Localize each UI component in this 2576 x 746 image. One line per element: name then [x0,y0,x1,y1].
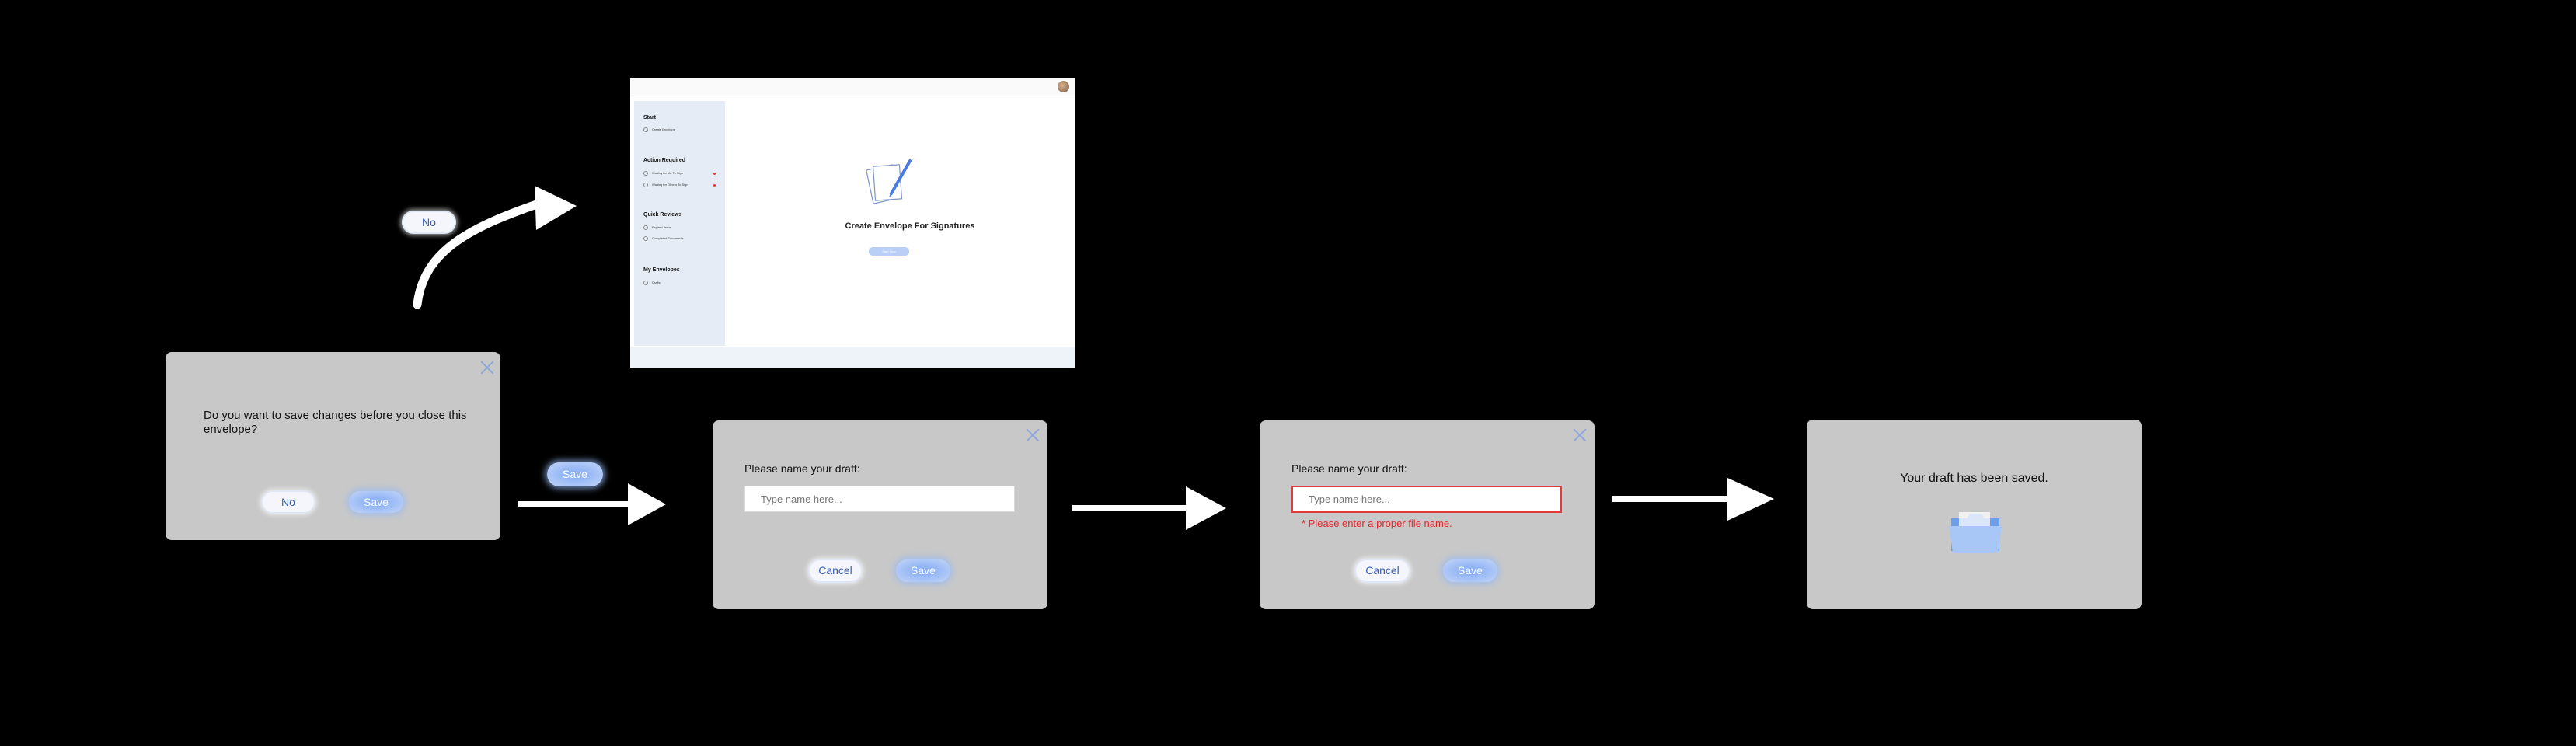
flow-save-label: Save [547,462,603,486]
save-changes-question: Do you want to save changes before you c… [204,409,467,436]
draft-saved-dialog: Your draft has been saved. [1807,420,2142,609]
curved-arrow-no [413,196,552,309]
sidebar-item-expired[interactable]: Expired Items [643,225,671,230]
arrow-2-shaft [1072,505,1189,511]
notification-dot [713,184,716,186]
close-icon[interactable] [1571,427,1588,444]
sidebar-item-waiting-me[interactable]: Waiting for Me To Sign [643,171,683,176]
top-bar [630,78,1075,96]
notification-dot [713,173,716,175]
cancel-button[interactable]: Cancel [808,559,863,583]
arrow-1-head [628,483,666,525]
sidebar-section-quick-reviews: Quick Reviews [643,212,682,218]
draft-name-input[interactable] [744,486,1015,512]
name-draft-error-dialog: Please name your draft: * Please enter a… [1260,420,1595,609]
radio-icon [643,236,648,241]
name-draft-prompt: Please name your draft: [744,462,860,475]
page-title: Create Envelope For Signatures [845,221,975,231]
sidebar-item-drafts[interactable]: Drafts [643,281,661,285]
save-changes-dialog: Do you want to save changes before you c… [166,352,500,540]
sidebar: Start Create Envelope Action Required Wa… [634,101,725,346]
error-message: * Please enter a proper file name. [1302,518,1452,529]
avatar[interactable] [1058,81,1069,92]
radio-icon [643,183,648,187]
sidebar-item-label: Create Envelope [652,127,675,132]
cancel-button[interactable]: Cancel [1354,559,1410,583]
envelope-screen: Start Create Envelope Action Required Wa… [630,78,1075,368]
sidebar-item-label: Drafts [652,281,661,285]
arrow-2-head [1186,486,1226,530]
name-draft-prompt: Please name your draft: [1291,462,1407,475]
sidebar-item-create-envelope[interactable]: Create Envelope [643,127,675,132]
sidebar-item-completed[interactable]: Completed Documents [643,236,684,241]
sidebar-item-waiting-others[interactable]: Waiting for Others To Sign [643,183,688,187]
arrow-3-head [1727,478,1774,521]
arrow-1-shaft [518,501,631,507]
radio-icon [643,281,648,285]
sidebar-section-my-envelopes: My Envelopes [643,267,680,273]
radio-icon [643,225,648,230]
draft-name-input[interactable] [1291,486,1562,513]
folder-icon [1949,512,2002,553]
bottom-bar [630,347,1075,368]
flow-no-label: No [402,211,456,234]
radio-icon [643,171,648,176]
sidebar-item-label: Completed Documents [652,236,684,241]
sidebar-item-label: Waiting for Me To Sign [652,171,684,176]
radio-icon [643,127,648,132]
sidebar-section-start: Start [643,115,656,120]
name-draft-dialog: Please name your draft: Cancel Save [713,420,1047,609]
arrow-3-shaft [1612,496,1731,502]
curved-arrow-head [535,186,577,230]
saved-message: Your draft has been saved. [1900,472,2048,485]
sidebar-item-label: Waiting for Others To Sign [652,183,688,187]
start-now-button[interactable]: Start Now [869,247,909,256]
close-icon[interactable] [479,359,496,376]
document-pen-icon [866,159,912,204]
close-icon[interactable] [1024,427,1041,444]
sidebar-section-action-required: Action Required [643,158,686,163]
save-button[interactable]: Save [896,560,950,582]
save-button[interactable]: Save [1443,560,1497,582]
save-button[interactable]: Save [349,491,403,513]
sidebar-item-label: Expired Items [652,225,671,230]
no-button[interactable]: No [261,490,315,514]
